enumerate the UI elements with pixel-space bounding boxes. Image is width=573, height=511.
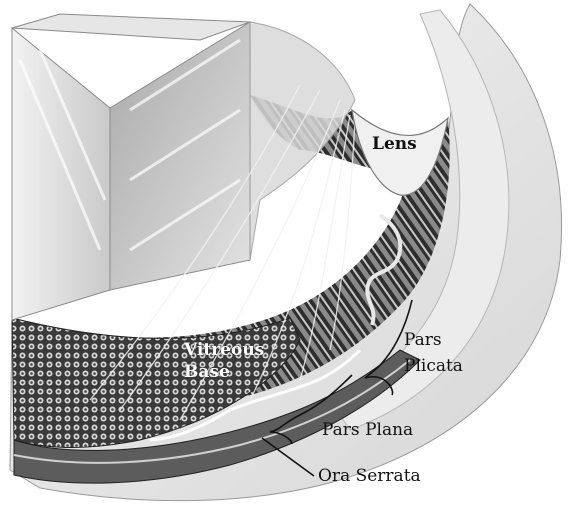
- ora-serrata-label: Ora Serrata: [318, 466, 421, 486]
- lens-label: Lens: [372, 134, 417, 154]
- pars-plicata-label-line2: Plicata: [404, 356, 463, 376]
- pars-plicata-label-line1: Pars: [404, 330, 442, 350]
- vitreous-base-label-line1: Vitreous: [184, 340, 264, 360]
- vitreous-base-label-line2: Base: [184, 362, 230, 382]
- pars-plana-label: Pars Plana: [322, 420, 413, 440]
- vitreous-cube-top: [12, 14, 250, 40]
